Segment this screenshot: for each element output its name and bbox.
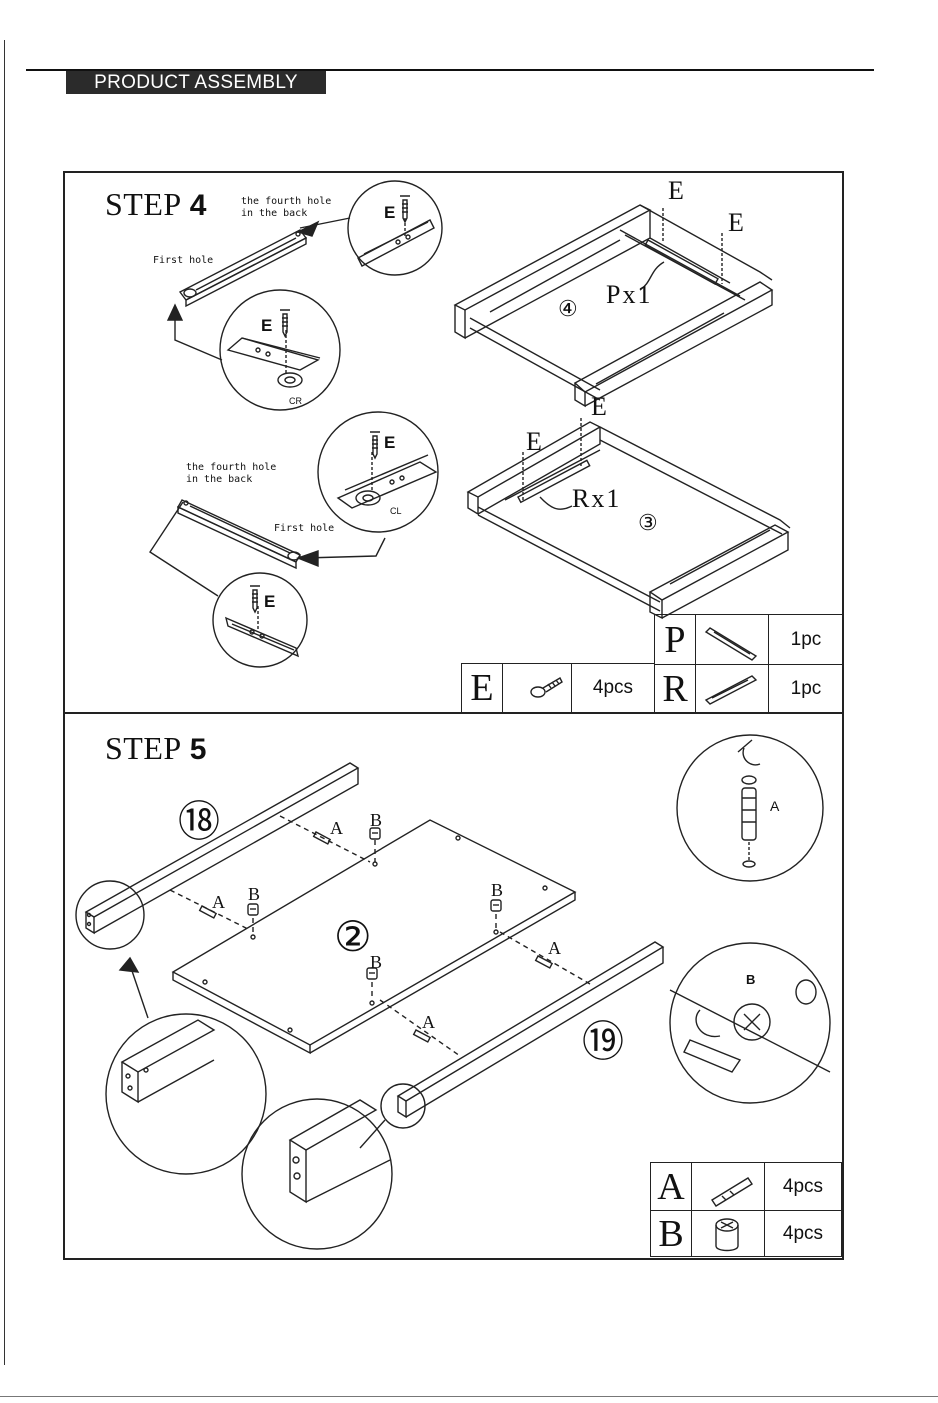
detail-label-a: A [770, 798, 779, 814]
cam-lock-b-icon [491, 900, 501, 911]
parts-table-e: E 4pcs [461, 663, 655, 713]
arrow-icon [120, 958, 138, 972]
detail-circle-front-hole [213, 573, 307, 667]
cam-label-b: B [370, 810, 382, 831]
parts-row-e: E 4pcs [462, 664, 655, 713]
frame-3-number: ③ [638, 510, 658, 536]
detail-circle-rail-18-end [106, 1014, 266, 1174]
detail-circle-cl [318, 412, 438, 532]
detail-circle-rail-19-end [242, 1099, 392, 1249]
frame-4-part-label: Px1 [606, 280, 652, 310]
rail-18-number: ⑱ [178, 788, 220, 849]
pointer-line [175, 318, 222, 360]
callout-cr-label: CR [289, 396, 302, 406]
part-qty: 4pcs [765, 1163, 842, 1211]
drawer-slide-cr [180, 230, 306, 306]
dowel-label-a: A [330, 818, 343, 839]
callout-cl-label: CL [390, 506, 402, 516]
part-letter: E [462, 664, 503, 713]
cam-label-b: B [491, 880, 503, 901]
screw-icon [280, 310, 290, 336]
leader-line [540, 497, 572, 509]
cam-lock-b-icon [248, 904, 258, 915]
label-first-hole-bottom: First hole [274, 523, 334, 535]
screw-label-e: E [668, 176, 684, 206]
part-letter: P [655, 615, 696, 665]
step-5-word: STEP [105, 730, 182, 766]
parts-row-r: R 1pc [655, 665, 844, 713]
cam-label-b: B [248, 884, 260, 905]
parts-row-p: P 1pc [655, 615, 844, 665]
detail-circle-cam-b [670, 943, 830, 1103]
dowel-label-a: A [422, 1012, 435, 1033]
detail-circle-dowel-a [677, 735, 823, 881]
part-qty: 1pc [769, 665, 844, 713]
label-first-hole-top: First hole [153, 255, 213, 267]
rail-19-number: ⑲ [582, 1008, 624, 1069]
frame-3-part-label: Rx1 [572, 484, 621, 514]
dowel-label-a: A [548, 938, 561, 959]
part-letter: A [651, 1163, 692, 1211]
callout-e-front-bottom: E [264, 592, 275, 612]
part-letter: B [651, 1211, 692, 1257]
detail-circle-cr [220, 290, 340, 410]
pointer-line [130, 965, 148, 1018]
frame-4-number: ④ [558, 296, 578, 322]
drawer-frame-3 [468, 422, 790, 618]
part-qty: 4pcs [765, 1211, 842, 1257]
arrow-icon [298, 551, 318, 566]
screw-label-e: E [591, 392, 607, 422]
cam-label-b: B [370, 952, 382, 973]
parts-table-a-b: A 4pcs B 4pcs [650, 1162, 842, 1257]
callout-e-cl: E [384, 433, 395, 453]
screw-label-e: E [728, 208, 744, 238]
dowel-label-a: A [212, 892, 225, 913]
callout-e-rear-top: E [384, 203, 395, 223]
parts-table-p-r: P 1pc R 1pc [654, 614, 844, 713]
step-4-word: STEP [105, 186, 182, 222]
step-5-number: 5 [190, 733, 207, 766]
part-image-cell [692, 1163, 765, 1211]
step-4-number: 4 [190, 189, 207, 222]
part-image-cell [696, 665, 769, 713]
callout-e-cr: E [261, 316, 272, 336]
arrow-icon [298, 222, 318, 236]
part-qty: 4pcs [572, 664, 655, 713]
parts-row-b: B 4pcs [651, 1211, 842, 1257]
detail-label-b: B [746, 972, 755, 987]
detail-callout-ring [381, 1084, 425, 1128]
part-image-cell [692, 1211, 765, 1257]
part-letter: R [655, 665, 696, 713]
detail-circle-rear-hole [348, 181, 442, 275]
part-image-cell [503, 664, 572, 713]
arrow-icon [168, 305, 182, 320]
parts-row-a: A 4pcs [651, 1163, 842, 1211]
part-image-cell [696, 615, 769, 665]
screw-label-e: E [526, 427, 542, 457]
part-qty: 1pc [769, 615, 844, 665]
label-fourth-hole-bottom: the fourth hole in the back [186, 462, 276, 486]
panel-2-number: ② [334, 912, 372, 961]
label-fourth-hole-top: the fourth hole in the back [241, 196, 331, 220]
